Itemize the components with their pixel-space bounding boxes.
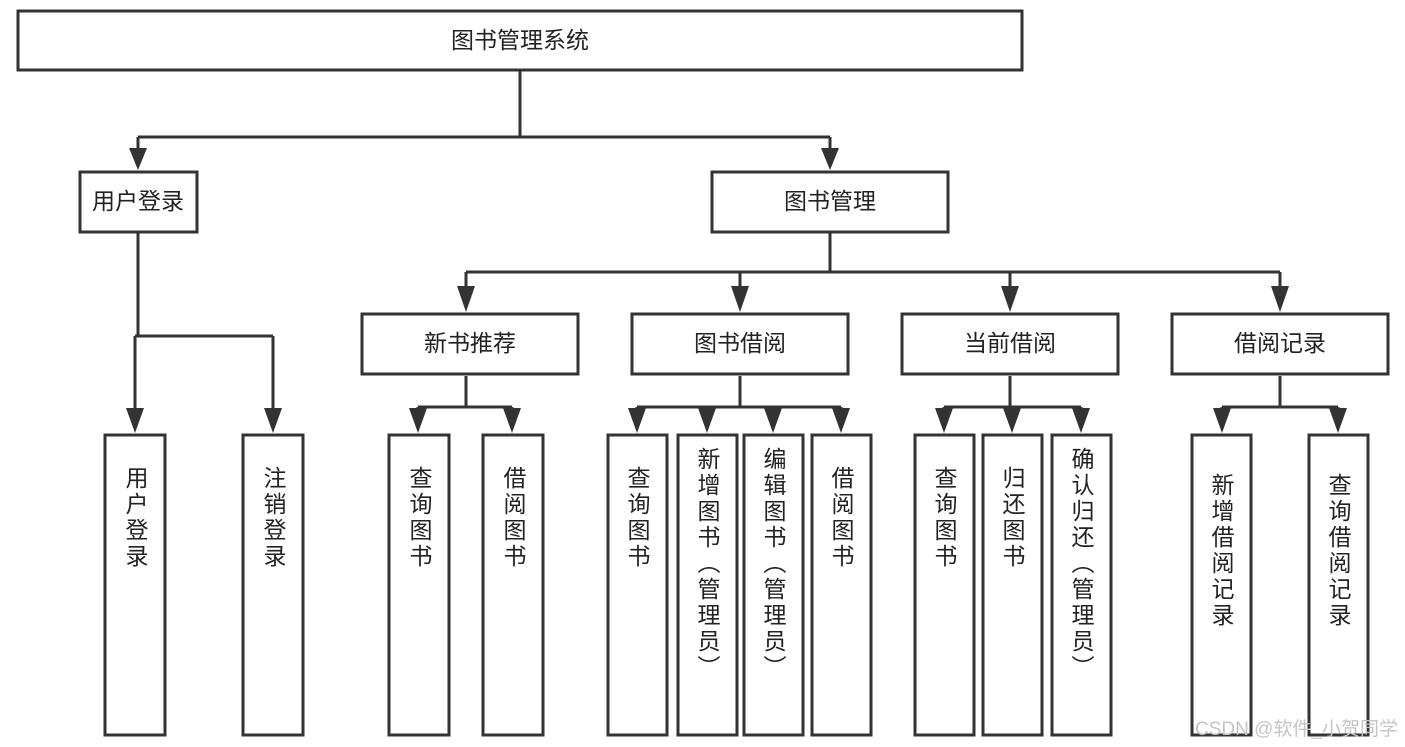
node-user-login-box[interactable] [78, 170, 199, 234]
leaf-borrow-edit[interactable]: 编辑图书（管理员） [742, 433, 805, 737]
arrowhead-leaf-rec-query [409, 408, 427, 433]
leaf-rec-add-box[interactable] [1190, 433, 1253, 737]
leaf-rec-add-label: 新增借阅记录 [1208, 473, 1235, 629]
leaf-rec-query-label: 查询图书 [406, 466, 433, 570]
node-new-book-rec[interactable]: 新书推荐 [360, 312, 580, 376]
arrowhead-leaf-borrow-lend [832, 408, 850, 433]
arrowhead-book-manage [821, 148, 839, 170]
leaf-borrow-lend[interactable]: 借阅图书 [810, 433, 873, 737]
arrowhead-leaf-user-logout [264, 408, 282, 433]
leaf-user-login-label: 用户登录 [122, 466, 149, 570]
leaf-borrow-edit-box[interactable] [742, 433, 805, 737]
leaf-user-logout-box[interactable] [241, 433, 305, 737]
csdn-watermark: CSDN @软件_小贺同学 [1195, 718, 1398, 740]
leaf-rec-borrow-label: 借阅图书 [500, 466, 527, 570]
arrowhead-borrow-record [1271, 286, 1289, 312]
leaf-cur-confirm-box[interactable] [1050, 433, 1113, 737]
leaf-borrow-query-box[interactable] [606, 433, 669, 737]
node-current-borrow-label: 当前借阅 [964, 330, 1056, 356]
leaf-rec-query[interactable]: 查询图书 [387, 433, 451, 737]
node-book-manage-label: 图书管理 [784, 188, 876, 214]
leaf-cur-confirm-label: 确认归还（管理员） [1068, 447, 1095, 681]
arrowhead-leaf-rec-borrow [503, 408, 521, 433]
node-book-manage-box[interactable] [710, 170, 950, 234]
leaf-user-login-box[interactable] [103, 433, 167, 737]
leaf-rec-query-box[interactable] [387, 433, 451, 737]
node-borrow-record-box[interactable] [1170, 312, 1390, 376]
arrowhead-leaf-user-login [126, 408, 144, 433]
leaf-borrow-query-label: 查询图书 [624, 466, 651, 570]
arrowhead-leaf-cur-query [935, 408, 953, 433]
leaf-borrow-lend-label: 借阅图书 [828, 466, 855, 570]
leaf-rec-query2[interactable]: 查询借阅记录 [1307, 433, 1370, 737]
node-book-borrow[interactable]: 图书借阅 [630, 312, 850, 376]
leaf-cur-return-box[interactable] [981, 433, 1044, 737]
node-current-borrow-box[interactable] [900, 312, 1120, 376]
arrowhead-leaf-borrow-query [628, 408, 646, 433]
leaf-rec-query2-box[interactable] [1307, 433, 1370, 737]
leaf-rec-borrow[interactable]: 借阅图书 [481, 433, 545, 737]
leaf-rec-query2-label: 查询借阅记录 [1325, 473, 1352, 629]
node-book-borrow-box[interactable] [630, 312, 850, 376]
arrowhead-book-borrow [731, 286, 749, 312]
arrowhead-leaf-rec-add [1213, 408, 1231, 433]
leaf-borrow-lend-box[interactable] [810, 433, 873, 737]
leaf-user-logout-label: 注销登录 [260, 466, 287, 570]
node-borrow-record[interactable]: 借阅记录 [1170, 312, 1390, 376]
leaf-rec-borrow-box[interactable] [481, 433, 545, 737]
leaf-user-login[interactable]: 用户登录 [103, 433, 167, 737]
arrowhead-leaf-rec-query2 [1329, 408, 1347, 433]
leaf-borrow-add-label: 新增图书（管理员） [694, 447, 721, 681]
leaf-cur-query-box[interactable] [913, 433, 976, 737]
connector-layer [126, 70, 1347, 433]
node-current-borrow[interactable]: 当前借阅 [900, 312, 1120, 376]
leaf-cur-query[interactable]: 查询图书 [913, 433, 976, 737]
arrowhead-user-login [129, 148, 147, 170]
node-book-borrow-label: 图书借阅 [694, 330, 786, 356]
leaf-borrow-add[interactable]: 新增图书（管理员） [676, 433, 739, 737]
node-new-book-rec-label: 新书推荐 [424, 330, 516, 356]
leaf-cur-return[interactable]: 归还图书 [981, 433, 1044, 737]
leaf-cur-query-label: 查询图书 [931, 466, 958, 570]
node-root[interactable]: 图书管理系统 [16, 9, 1024, 72]
arrowhead-leaf-cur-confirm [1072, 408, 1090, 433]
leaf-borrow-edit-label: 编辑图书（管理员） [760, 447, 787, 681]
arrowhead-leaf-borrow-edit [764, 408, 782, 433]
node-book-manage[interactable]: 图书管理 [710, 170, 950, 234]
node-root-label: 图书管理系统 [451, 27, 589, 53]
node-user-login[interactable]: 用户登录 [78, 170, 199, 234]
arrowhead-new-book-rec [457, 286, 475, 312]
leaf-cur-confirm[interactable]: 确认归还（管理员） [1050, 433, 1113, 737]
node-new-book-rec-box[interactable] [360, 312, 580, 376]
leaf-user-logout[interactable]: 注销登录 [241, 433, 305, 737]
leaf-borrow-query[interactable]: 查询图书 [606, 433, 669, 737]
arrowhead-current-borrow [1001, 286, 1019, 312]
leaf-borrow-add-box[interactable] [676, 433, 739, 737]
node-root-box[interactable] [16, 9, 1024, 72]
arrowhead-leaf-borrow-add [698, 408, 716, 433]
node-user-login-label: 用户登录 [92, 188, 184, 214]
arrowhead-leaf-cur-return [1003, 408, 1021, 433]
node-borrow-record-label: 借阅记录 [1234, 330, 1326, 356]
leaf-cur-return-label: 归还图书 [999, 466, 1026, 570]
leaf-rec-add[interactable]: 新增借阅记录 [1190, 433, 1253, 737]
